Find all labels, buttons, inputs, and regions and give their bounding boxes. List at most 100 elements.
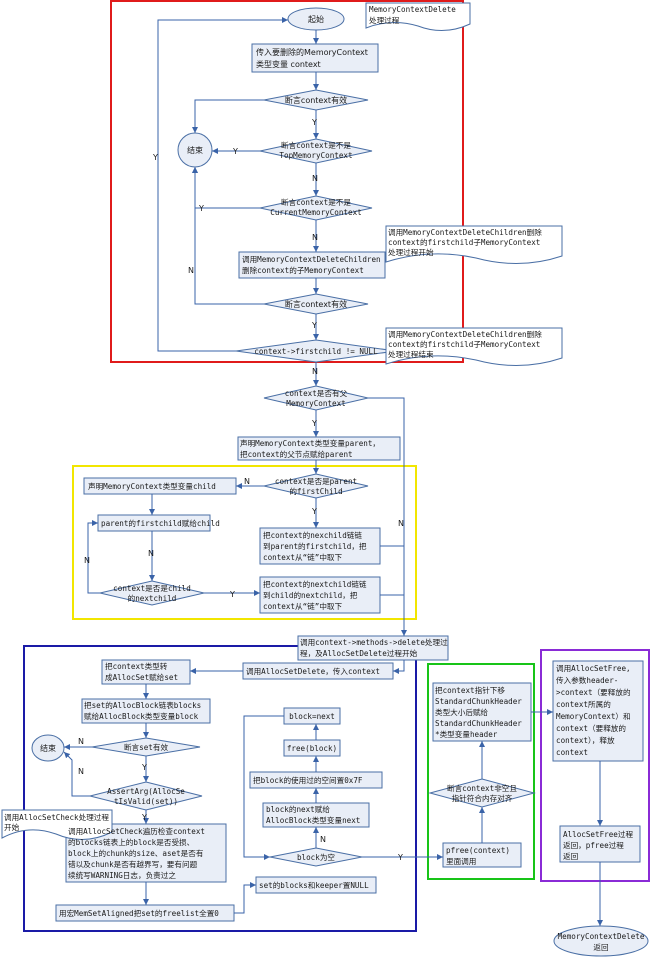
children-start-note-text-3: 处理过程开始 [388,247,434,257]
label-n-ischildnext: N [84,556,90,565]
edge-allocset-no-end [63,751,90,797]
children-start-note-text-2: context的firstchild子MemoryContext [388,237,540,247]
cast-set-text-1: 把context类型转 [105,661,168,671]
children-start-note-shape [385,225,563,264]
label-n-assign: N [148,549,154,558]
block-eq-next-text: block=next [289,712,335,721]
is-top-text-1: 断言context是不是 [281,140,351,150]
assert-valid-2-text: 断言context有效 [285,299,347,309]
start-text: 起始 [308,14,324,24]
label-y-loop: Y [152,153,158,162]
cast-set-text-2: 成AllocSet赋给set [105,672,178,682]
alloccheck-note-shape [1,809,113,840]
label-n-isfirst: N [244,477,250,486]
label-y-allocset: Y [141,813,147,822]
call-delete-children-text-1: 调用MemoryContextDeleteChildren [242,255,381,264]
label-n-firstchild: N [312,367,318,376]
call-allocsetfree-text-1: 调用AllocSetFree, [556,664,631,673]
call-allocsetfree-text-7: context），释放 [556,735,615,745]
assign-blocks-box [81,698,211,724]
title-note-shape [365,2,471,31]
edge-memset-setblocks [234,882,256,914]
final-return-text-2: 返回 [593,943,608,952]
label-y-blocknull: Y [397,853,403,862]
relink-first-box [259,527,381,565]
label-n-hasparent: N [398,519,404,528]
is-first-child-text-2: 的firstChild [289,486,342,496]
call-check-text-3: block上的chunk的size、aset是否有 [68,848,204,858]
children-end-note-shape [385,327,563,366]
pfree-call-box [442,842,522,868]
clear-space-text: 把block的使用过的空间置0x7F [253,775,363,785]
is-top-text-2: TopMemoryContext [279,151,352,160]
assert-aligned-text-2: 指针符合内存对齐 [452,793,513,803]
end-mid-text: 结束 [40,743,56,753]
label-n-current: N [312,233,318,242]
label-n-blocknull: N [320,835,326,844]
relink-next-text-3: context从“链”中取下 [263,601,343,611]
move-header-text-5: *类型变量header [435,729,498,739]
pfree-call-text-2: 里面调用 [446,857,476,866]
relink-next-text-1: 把context的nextchild链链 [263,579,367,589]
call-check-text-4: 错以及chunk是否有越界写，要有问题 [68,859,198,869]
label-n-valid2: N [188,266,194,275]
set-blocks-null-text: set的blocks和keeper置NULL [259,880,369,890]
children-start-note-text-1: 调用MemoryContextDeleteChildren删除 [388,227,542,237]
has-parent-text-1: context是否有父 [285,388,348,398]
relink-next-text-2: 到child的nextchild，把 [263,590,358,600]
children-end-note-text-3: 处理过程结束 [388,349,434,359]
yellow-frame [72,465,417,620]
call-allocsetfree-text-5: MemoryContext）和 [556,712,631,721]
free-block-box [283,739,341,757]
edge-valid1-no-end [192,99,264,133]
pass-context-text-1: 传入要删除的MemoryContext [256,47,368,57]
edge-valid2-no-end [192,167,264,305]
label-y-valid1: Y [311,118,317,127]
move-header-box [432,682,532,742]
move-header-text-2: StandardChunkHeader [435,697,522,706]
block-null-text: block为空 [297,852,335,862]
has-parent-text-2: MemoryContext [286,399,345,408]
edge-current-yes-end [192,167,260,209]
declare-parent-text-2: 把context的父节点赋给parent [240,449,353,459]
assert-allocset-text-2: tIsValid(set)) [114,797,178,806]
assign-child-text: parent的firstchild赋给child [101,518,220,528]
call-allocsetdelete-text: 调用AllocSetDelete，传入context [246,666,380,676]
allocsetfree-return-text-2: 返回，pfree过程 [563,840,624,850]
edge-blockeq-loop [243,715,284,860]
memset-freelist-text: 用宏MemSetAligned把set的freelist全置0 [59,908,219,918]
alloccheck-note-text-1: 调用AllocSetCheck处理过程 [4,812,109,822]
children-end-note-text-2: context的firstchild子MemoryContext [388,339,540,349]
alloccheck-note-text-2: 开始 [4,822,20,832]
label-n-allocset: N [78,767,84,776]
label-y-top: Y [232,147,238,156]
is-child-next-diamond [99,580,205,606]
call-allocsetfree-text-8: context [556,748,588,757]
declare-child-text: 声明MemoryContext类型变量child [88,481,216,491]
allocsetfree-return-text-1: AllocSetFree过程 [563,829,633,839]
declare-parent-box [237,436,401,461]
children-end-note-text-1: 调用MemoryContextDeleteChildren删除 [388,329,542,339]
is-child-next-text-2: 的nextchild [128,593,177,603]
methods-delete-text-1: 调用context->methods->delete处理过 [300,637,448,647]
call-allocsetfree-text-2: 传入参数header- [556,675,618,685]
call-allocsetfree-text-6: context（要释放的 [556,723,626,733]
red-frame [110,0,464,363]
edge-loop-back [157,17,288,352]
call-check-text-2: 的blocks链表上的block是否受损、 [68,837,194,847]
edge-methods-allocsetdelete [393,660,405,674]
label-y-current: Y [198,204,204,213]
end-left-text: 结束 [187,145,203,155]
free-block-text: free(block) [287,744,337,753]
label-n-setvalid: N [78,737,84,746]
label-y-hasparent: Y [311,419,317,428]
blue-frame [23,645,417,932]
allocsetfree-return-box [559,825,641,863]
methods-delete-box [297,635,449,661]
assert-aligned-text-1: 断言context非空且 [447,783,517,793]
assert-allocset-text-1: AssertArg(AllocSe [107,787,185,796]
label-n-top: N [312,174,318,183]
title-note-text-1: MemoryContextDelete [369,5,456,14]
purple-frame [540,649,650,882]
